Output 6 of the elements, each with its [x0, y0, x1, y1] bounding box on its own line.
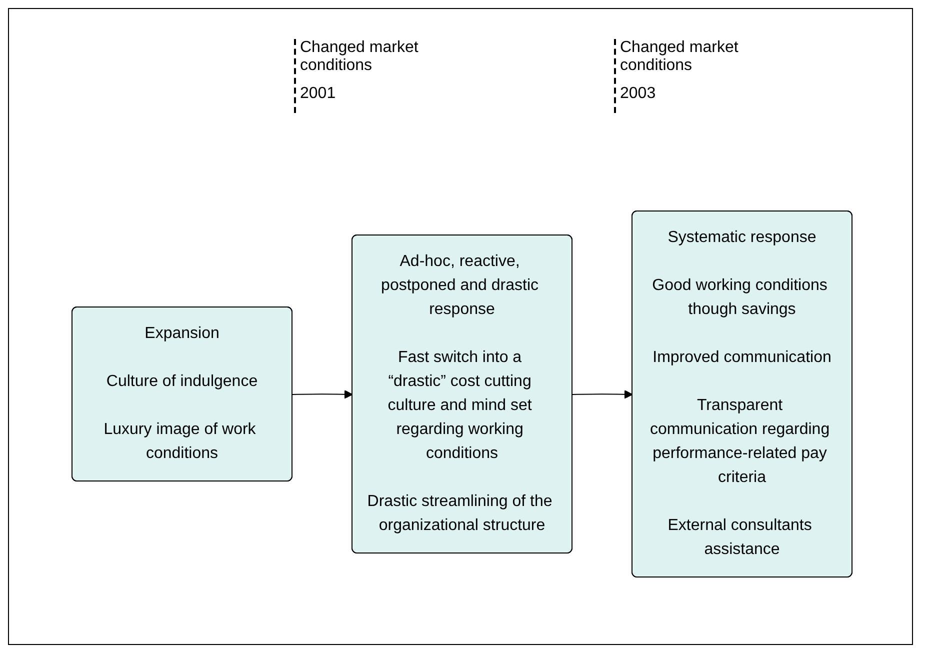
year-label: 2003: [620, 85, 657, 103]
milestone-label: Changed market conditions: [300, 39, 420, 75]
arrow: [292, 390, 352, 399]
year-label: 2001: [300, 85, 337, 103]
milestone-label: Changed market conditions: [620, 39, 740, 75]
arrow: [572, 390, 632, 399]
